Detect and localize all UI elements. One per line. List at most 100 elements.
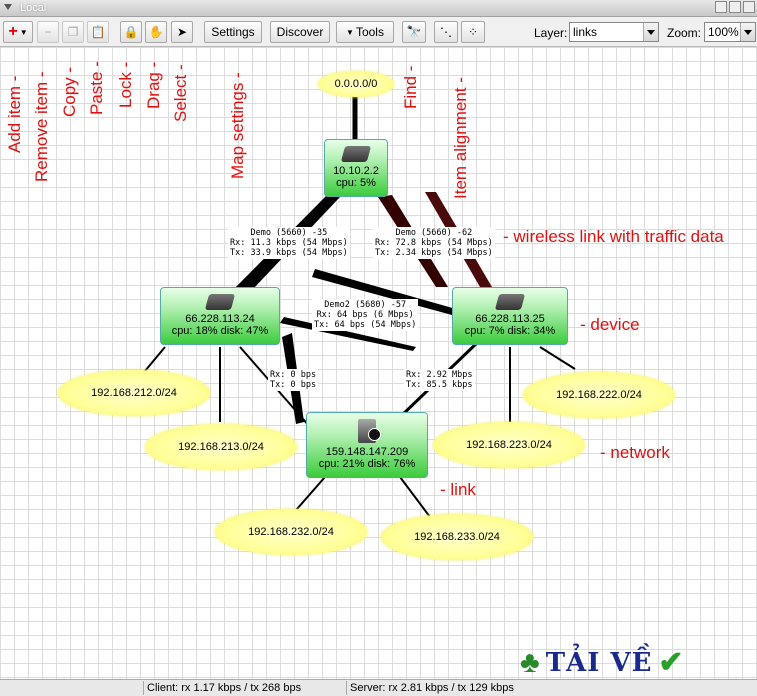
device-node[interactable]: 66.228.113.24 cpu: 18% disk: 47%	[160, 287, 280, 345]
align-circle-button[interactable]: ⁘	[461, 21, 485, 43]
chevron-down-icon	[740, 23, 755, 41]
layer-label: Layer:	[534, 26, 568, 40]
annotation-paste: Paste -	[87, 61, 106, 115]
window-title: Local	[20, 2, 47, 14]
network-cloud[interactable]: 192.168.213.0/24	[145, 424, 297, 470]
chevron-down-icon	[643, 23, 658, 41]
link-line[interactable]	[539, 346, 576, 370]
paste-button[interactable]: 📋	[87, 21, 109, 43]
annotation-drag: Drag -	[144, 61, 163, 109]
checkmark-icon: ✔	[658, 646, 684, 679]
paste-icon: 📋	[90, 25, 106, 39]
annotation-remove-item: Remove item -	[32, 71, 51, 182]
annotation-find: Find -	[401, 65, 420, 109]
link-line[interactable]	[312, 269, 456, 315]
add-item-button[interactable]: +▼	[3, 21, 33, 43]
device-node[interactable]: 159.148.147.209 cpu: 21% disk: 76%	[306, 412, 428, 478]
logo-text: TẢI VỀ	[545, 647, 653, 678]
binoculars-icon: 🔭	[406, 25, 422, 39]
network-label: 192.168.232.0/24	[248, 526, 334, 538]
link-traffic-info: Demo (5660) -62 Rx: 72.8 kbps (54 Mbps) …	[373, 227, 495, 259]
device-ip: 66.228.113.25	[475, 313, 545, 325]
annotation-select: Select -	[171, 64, 190, 122]
device-node[interactable]: 10.10.2.2 cpu: 5%	[324, 139, 388, 197]
link-line[interactable]	[399, 476, 431, 518]
network-label: 192.168.212.0/24	[91, 387, 177, 399]
router-icon	[340, 146, 372, 162]
tools-button[interactable]: ▼Tools	[336, 21, 394, 43]
restore-icon[interactable]	[715, 1, 727, 13]
network-cloud[interactable]: 192.168.212.0/24	[58, 370, 210, 416]
layer-select[interactable]: links	[569, 22, 659, 42]
settings-button[interactable]: Settings	[204, 21, 262, 43]
device-stats: cpu: 21% disk: 76%	[318, 458, 416, 470]
copy-icon: ❐	[67, 25, 79, 39]
server-status: Server: rx 2.81 kbps / tx 129 kbps	[346, 681, 514, 695]
network-label: 192.168.213.0/24	[178, 441, 264, 453]
network-label: 192.168.233.0/24	[414, 531, 500, 543]
annotation-network: - network	[600, 443, 670, 462]
network-cloud[interactable]: 0.0.0.0/0	[318, 71, 394, 97]
device-node[interactable]: 66.228.113.25 cpu: 7% disk: 34%	[452, 287, 568, 345]
router-icon	[494, 294, 526, 310]
link-traffic-info: Demo2 (5680) -57 Rx: 64 bps (6 Mbps) Tx:…	[312, 299, 419, 331]
annotation-link: - link	[440, 480, 476, 499]
device-stats: cpu: 7% disk: 34%	[464, 325, 556, 337]
device-stats: cpu: 18% disk: 47%	[171, 325, 269, 337]
network-cloud[interactable]: 192.168.233.0/24	[381, 514, 533, 560]
device-ip: 159.148.147.209	[325, 446, 409, 458]
settings-label: Settings	[211, 25, 255, 39]
dropdown-arrow-icon: ▼	[19, 27, 28, 37]
status-bar: Client: rx 1.17 kbps / tx 268 bps Server…	[0, 679, 757, 696]
discover-label: Discover	[276, 25, 324, 39]
link-traffic-info: Rx: 2.92 Mbps Tx: 85.5 kbps	[404, 369, 475, 391]
annotation-map-settings: Map settings -	[228, 72, 247, 179]
annotation-item-alignment: Item alignment -	[451, 77, 470, 199]
network-cloud[interactable]: 192.168.222.0/24	[523, 372, 675, 418]
annotation-add-item: Add item -	[5, 75, 24, 153]
tools-label: Tools	[355, 25, 384, 39]
pointer-icon: ➤	[176, 25, 188, 39]
find-button[interactable]: 🔭	[402, 21, 426, 43]
align-diagonal-icon: ⋱	[440, 25, 452, 39]
hand-icon: ✋	[148, 25, 164, 39]
network-label: 192.168.222.0/24	[556, 389, 642, 401]
annotation-device: - device	[580, 315, 640, 334]
window-titlebar: Local	[0, 0, 757, 17]
device-stats: cpu: 5%	[336, 177, 376, 189]
window-controls	[715, 1, 755, 13]
collapse-icon[interactable]	[4, 4, 12, 10]
map-canvas[interactable]: Add item - Remove item - Copy - Paste - …	[0, 47, 757, 679]
network-label: 192.168.223.0/24	[466, 439, 552, 451]
align-diagonal-button[interactable]: ⋱	[434, 21, 458, 43]
device-ip: 66.228.113.24	[185, 313, 255, 325]
network-cloud[interactable]: 192.168.232.0/24	[215, 509, 367, 555]
router-icon	[204, 294, 236, 310]
link-traffic-info: Demo (5660) -35 Rx: 11.3 kbps (54 Mbps) …	[228, 227, 350, 259]
copy-button[interactable]: ❐	[62, 21, 84, 43]
lock-button[interactable]: 🔒	[120, 21, 142, 43]
annotation-lock: Lock -	[116, 61, 135, 108]
remove-icon: −	[44, 25, 52, 39]
zoom-select[interactable]: 100%	[704, 22, 756, 42]
lock-icon: 🔒	[123, 25, 139, 39]
watermark-logo: ♣ TẢI VỀ ✔	[520, 645, 684, 680]
clover-icon: ♣	[520, 645, 540, 679]
client-status: Client: rx 1.17 kbps / tx 268 bps	[143, 681, 301, 695]
dropdown-arrow-icon: ▼	[346, 27, 354, 37]
drag-button[interactable]: ✋	[145, 21, 167, 43]
layer-value: links	[573, 25, 598, 39]
server-icon	[358, 419, 381, 443]
remove-item-button[interactable]: −	[37, 21, 59, 43]
annotation-copy: Copy -	[60, 66, 79, 117]
maximize-icon[interactable]	[729, 1, 741, 13]
toolbar: +▼ − ❐ 📋 🔒 ✋ ➤ Settings Discover ▼Tools …	[0, 17, 757, 47]
zoom-value: 100%	[708, 25, 739, 39]
network-cloud[interactable]: 192.168.223.0/24	[433, 422, 585, 468]
select-button[interactable]: ➤	[171, 21, 193, 43]
discover-button[interactable]: Discover	[270, 21, 330, 43]
close-icon[interactable]	[743, 1, 755, 13]
zoom-label: Zoom:	[667, 26, 702, 40]
align-circle-icon: ⁘	[467, 25, 479, 39]
device-ip: 10.10.2.2	[333, 165, 379, 177]
